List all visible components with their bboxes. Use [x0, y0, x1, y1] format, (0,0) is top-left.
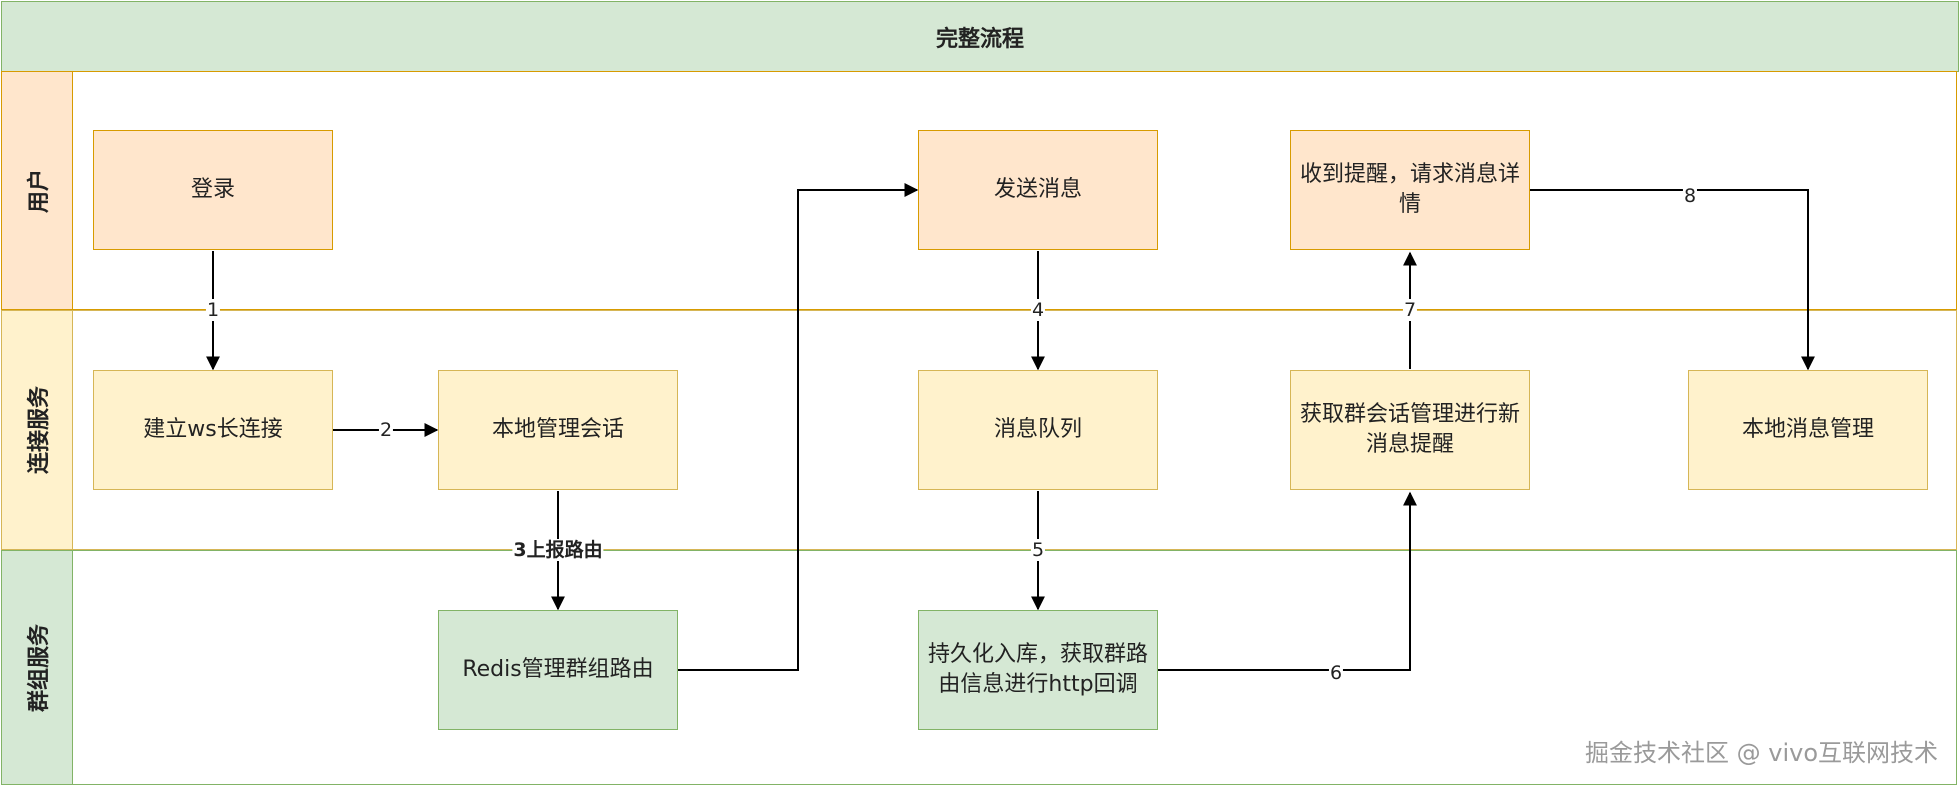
diagram-title: 完整流程 [1, 1, 1959, 72]
lane-connection-service: 连接服务 [1, 310, 1957, 550]
node-redis-routing: Redis管理群组路由 [438, 610, 678, 730]
node-send-message: 发送消息 [918, 130, 1158, 250]
lane-group-header: 群组服务 [1, 550, 73, 785]
node-ws-connection: 建立ws长连接 [93, 370, 333, 490]
edge-label-8: 8 [1682, 185, 1698, 207]
lane-connection-header: 连接服务 [1, 310, 73, 550]
lane-group-body [73, 550, 1957, 785]
node-receive-notify: 收到提醒，请求消息详情 [1290, 130, 1530, 250]
edge-label-4: 4 [1030, 299, 1046, 321]
edge-label-6: 6 [1328, 662, 1344, 684]
edge-6 [1158, 491, 1417, 671]
edge-redis-to-send [678, 183, 919, 671]
node-message-queue: 消息队列 [918, 370, 1158, 490]
lane-connection-body [73, 310, 1957, 550]
node-persist-callback: 持久化入库，获取群路由信息进行http回调 [918, 610, 1158, 730]
edge-label-5: 5 [1030, 539, 1046, 561]
node-login: 登录 [93, 130, 333, 250]
lane-user: 用户 [1, 71, 1957, 310]
edge-label-1: 1 [205, 299, 221, 321]
node-local-session: 本地管理会话 [438, 370, 678, 490]
lane-user-header: 用户 [1, 71, 73, 310]
node-fetch-group-session: 获取群会话管理进行新消息提醒 [1290, 370, 1530, 490]
watermark: 掘金技术社区 @ vivo互联网技术 [1584, 739, 1938, 767]
lane-user-body [73, 71, 1957, 310]
edge-8 [1530, 189, 1815, 371]
edge-label-7: 7 [1402, 299, 1418, 321]
lane-group-service: 群组服务 [1, 550, 1957, 785]
edge-label-3: 3上报路由 [512, 539, 604, 561]
edge-label-2: 2 [378, 419, 394, 441]
node-local-message-manage: 本地消息管理 [1688, 370, 1928, 490]
